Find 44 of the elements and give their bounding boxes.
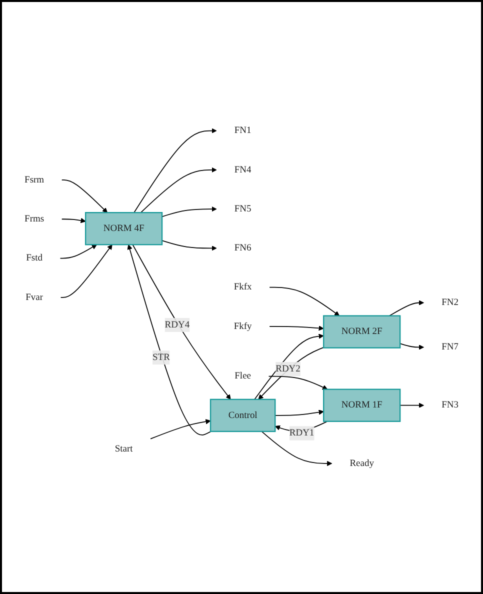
arrow — [274, 410, 324, 416]
arrow — [134, 128, 217, 213]
node-text: FN4 — [234, 164, 252, 175]
arrow — [140, 167, 217, 213]
arrow — [132, 244, 231, 400]
arrow — [162, 206, 217, 217]
node-box: NORM 1F — [323, 388, 401, 422]
arrow — [60, 244, 97, 259]
edge-label: STR — [152, 352, 170, 362]
arrow — [127, 244, 212, 436]
arrow — [162, 240, 217, 251]
node-text: Fkfy — [234, 321, 252, 332]
node-text: Frms — [24, 214, 44, 224]
arrow — [268, 376, 328, 390]
arrow — [261, 430, 332, 466]
node-text: FN7 — [442, 342, 458, 352]
node-text: Fkfx — [234, 282, 252, 292]
node-text: FN1 — [234, 125, 252, 136]
node-box: NORM 2F — [323, 315, 401, 348]
node-text: FN3 — [442, 400, 458, 410]
node-text: Fstd — [26, 252, 42, 263]
edge-label: RDY1 — [289, 428, 314, 438]
edge-label: RDY2 — [276, 364, 300, 374]
arrow — [400, 343, 424, 350]
node-text: Start — [114, 444, 133, 454]
arrow — [61, 218, 86, 223]
arrow — [269, 286, 340, 316]
node-box: NORM 4F — [84, 212, 163, 246]
arrow — [389, 300, 424, 316]
arrow — [150, 418, 211, 440]
node-text: Fvar — [26, 292, 43, 302]
arrow — [269, 325, 324, 331]
node-text: Fsrm — [24, 174, 44, 185]
node-text: FN2 — [442, 297, 458, 308]
node-text: FN6 — [234, 242, 252, 253]
node-text: Flee — [234, 370, 251, 381]
arrow — [400, 402, 424, 408]
edge-label: RDY4 — [164, 319, 190, 330]
node-text: FN5 — [234, 204, 252, 214]
arrow — [60, 244, 112, 298]
node-box: Control — [210, 398, 276, 432]
arrow — [61, 179, 108, 213]
arrow — [258, 346, 324, 400]
node-text: Ready — [350, 458, 374, 468]
